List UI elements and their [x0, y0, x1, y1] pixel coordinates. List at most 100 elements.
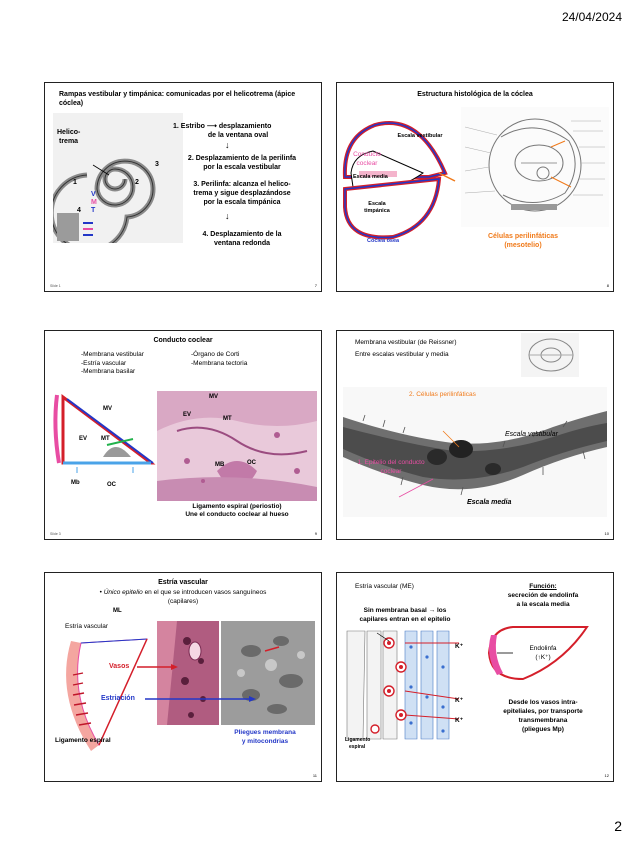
step1-text-c: de la ventana oval	[173, 132, 303, 141]
label-pliegues: Pliegues membrana	[215, 729, 315, 738]
reissner-membrane-micrograph	[343, 387, 607, 517]
label-epitelio-b: coclear	[345, 468, 437, 477]
label-estriacion: Estriación	[101, 695, 135, 704]
label-helico: Helico-	[57, 129, 80, 138]
arrow-down-icon: ↓	[225, 212, 230, 221]
sin-membrana-text-b: capilares entran en el epitelio	[341, 616, 469, 625]
slide-title: Estructura histológica de la cóclea	[337, 91, 613, 100]
estria-histology	[157, 621, 219, 725]
bullet-text-b: (capilares)	[53, 598, 313, 607]
bullet-text: • Único epitelio en el que se introducen…	[53, 589, 313, 598]
sin-membrana-text: Sin membrana basal → los	[341, 607, 469, 616]
slide-number: 9	[315, 531, 317, 536]
label-mv: MV	[103, 405, 112, 414]
slide-title: Membrana vestibular (de Reissner)	[355, 339, 457, 348]
list-item: -Estría vascular	[81, 360, 144, 369]
label-escala-timpanica: Escala timpánica	[355, 201, 399, 214]
marker-2: 2	[135, 179, 139, 188]
slide-number: 8	[607, 283, 609, 288]
marker-1: 1	[73, 179, 77, 188]
label-k-1: K⁺	[455, 643, 463, 652]
slide-estructura-histologica: Estructura histológica de la cóclea Esca…	[336, 82, 614, 292]
cochlea-thumbnail	[521, 333, 579, 377]
cochlea-histology-drawing	[461, 107, 609, 227]
micro-label-ev: EV	[183, 411, 191, 420]
label-k-3: K⁺	[455, 717, 463, 726]
step2-text: 2. Desplazamiento de la perilinfa	[167, 155, 317, 164]
label-vasos: Vasos	[109, 663, 129, 672]
slide-title: Estría vascular (ME)	[355, 583, 414, 592]
step3-text-b: trema y sigue desplazándose	[167, 190, 317, 199]
label-mt: MT	[101, 435, 110, 444]
desde-text: Desde los vasos intra-	[477, 699, 609, 708]
structure-list-right: -Órgano de Corti -Membrana tectoria	[191, 351, 247, 368]
label-escala-media: Escala media	[353, 173, 388, 182]
cochlear-duct-schematic	[49, 387, 159, 477]
histology-micrograph	[157, 391, 317, 501]
list-item: -Membrana basilar	[81, 368, 144, 377]
funcion-text-b: a la escala media	[477, 601, 609, 610]
label-trema: trema	[59, 138, 78, 147]
label-ligamento: Ligamento	[345, 737, 370, 743]
estria-cell-diagram	[345, 627, 461, 743]
label-t: T	[91, 207, 95, 216]
list-item: -Membrana tectoria	[191, 360, 247, 369]
label-conducto-coclear: Conducto coclear	[345, 151, 389, 168]
slide-subtitle: Entre escalas vestibular y media	[355, 351, 449, 360]
arrow-right-icon: ⟶	[207, 123, 217, 130]
funcion-text: secreción de endolinfa	[477, 592, 609, 601]
step3-text-c: por la escala timpánica	[167, 199, 317, 208]
slide-estria-funcion: Estría vascular (ME) Sin membrana basal …	[336, 572, 614, 782]
structure-list-left: -Membrana vestibular -Estría vascular -M…	[81, 351, 144, 377]
step3-text: 3. Perilinfa: alcanza el helico-	[167, 181, 317, 190]
label-k-endolinfa: (↑K⁺)	[513, 654, 573, 663]
label-coclea-osea: Cóclea ósea	[367, 237, 399, 246]
micro-label-mt: MT	[223, 415, 232, 424]
slide-estria-vascular: Estría vascular • Único epitelio en el q…	[44, 572, 322, 782]
label-mb: Mb	[71, 479, 80, 488]
bullet-italic: Único epitelio	[104, 589, 143, 596]
desde-text-b: epiteliales, por transporte	[477, 708, 609, 717]
list-item: -Membrana vestibular	[81, 351, 144, 360]
label-escala-vestibular: Escala vestibular	[505, 431, 558, 440]
label-espiral: espiral	[349, 744, 365, 750]
label-funcion: Función:	[477, 583, 609, 592]
bullet-rest: en el que se introducen vasos sanguíneos	[143, 589, 267, 596]
label-epitelio: 1. Epitelio del conducto	[345, 459, 437, 468]
label-ligamento-espiral: Ligamento espiral	[55, 737, 111, 746]
arrow-right-icon	[145, 695, 257, 703]
label-ml: ML	[113, 607, 122, 616]
step4-text-b: ventana redonda	[167, 240, 317, 249]
step4-text: 4. Desplazamiento de la	[167, 231, 317, 240]
slide-footer: Slide 1	[50, 284, 61, 288]
slide-number: 11	[313, 773, 317, 778]
label-escala-media: Escala media	[467, 499, 511, 508]
marker-4: 4	[77, 207, 81, 216]
arrow-right-icon	[137, 663, 179, 671]
slide-membrana-vestibular: Membrana vestibular (de Reissner) Entre …	[336, 330, 614, 540]
label-celulas-perilinfaticas: Células perilinfáticas	[463, 233, 583, 242]
micro-label-mb: MB	[215, 461, 224, 470]
label-estria-vascular: Estría vascular	[65, 623, 108, 632]
slide-title: Rampas vestibular y timpánica: comunicad…	[59, 91, 309, 108]
label-oc: OC	[107, 481, 116, 490]
label-k-2: K⁺	[455, 697, 463, 706]
slide-title: Conducto coclear	[45, 337, 321, 346]
micro-label-oc: OC	[247, 459, 256, 468]
slide-rampas: Rampas vestibular y timpánica: comunicad…	[44, 82, 322, 292]
desde-text-d: (pliegues Mp)	[477, 726, 609, 735]
list-item: -Órgano de Corti	[191, 351, 247, 360]
slide-title: Estría vascular	[45, 579, 321, 588]
cochlea-duct-diagram	[339, 107, 457, 257]
slide-number: 7	[315, 283, 317, 288]
label-mesotelio: (mesotelio)	[463, 242, 583, 251]
step2-text-b: por la escala vestibular	[167, 164, 317, 173]
label-celulas-perilinfaticas: 2. Células perilinfáticas	[409, 391, 476, 400]
page-number: 2	[614, 818, 622, 834]
page-date: 24/04/2024	[562, 10, 622, 24]
ligamento-caption-b: Une el conducto coclear al hueso	[157, 511, 317, 520]
slide-footer: Slide 3	[50, 532, 61, 536]
micro-label-mv: MV	[209, 393, 218, 402]
slide-number: 10	[605, 531, 609, 536]
step1-text: 1. Estribo	[173, 123, 205, 130]
